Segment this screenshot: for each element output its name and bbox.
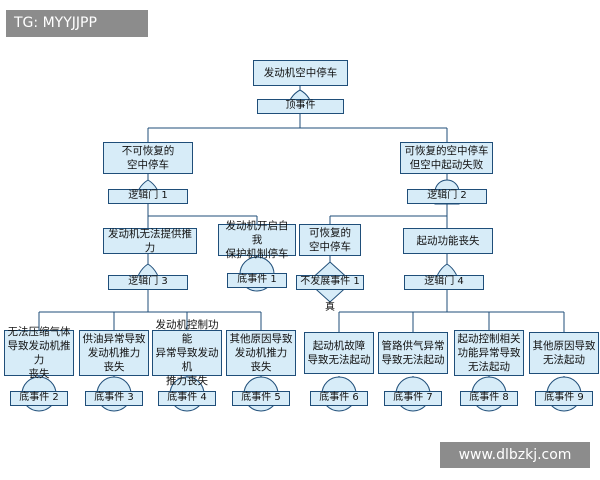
right-branch-box: 可恢复的空中停车 但空中起动失败 [400, 142, 493, 174]
watermark-bottom: www.dlbzkj.com [440, 442, 590, 468]
basic-event-7-label: 底事件 7 [384, 391, 442, 406]
basic-event-1-label: 底事件 1 [227, 273, 287, 288]
undeveloped-event-label: 不发展事件 1 [296, 275, 364, 290]
bottom-event-box-9: 其他原因导致 无法起动 [529, 332, 599, 374]
basic-event-9-label: 底事件 9 [535, 391, 593, 406]
basic-event-5-label: 底事件 5 [232, 391, 290, 406]
start-loss-box: 起动功能丧失 [403, 228, 493, 254]
bottom-event-box-7: 管路供气异常 导致无法起动 [378, 332, 448, 374]
true-label: 真 [325, 302, 335, 313]
gate-2-label: 逻辑门 2 [407, 189, 487, 204]
basic-event-8-label: 底事件 8 [460, 391, 518, 406]
gate-4-label: 逻辑门 4 [404, 275, 484, 290]
top-event-label: 顶事件 [257, 99, 344, 114]
no-thrust-box: 发动机无法提供推力 [103, 228, 197, 254]
bottom-event-box-8: 起动控制相关 功能异常导致 无法起动 [454, 330, 524, 376]
bottom-event-box-2: 无法压缩气体 导致发动机推力 丧失 [4, 326, 74, 380]
gate-1-label: 逻辑门 1 [108, 189, 188, 204]
self-protect-box: 发动机开启自我 保护机制停车 [218, 220, 296, 260]
watermark-top: TG: MYYJJPP [6, 10, 148, 37]
basic-event-4-label: 底事件 4 [158, 391, 216, 406]
bottom-event-box-3: 供油异常导致 发动机推力 丧失 [79, 330, 149, 376]
gate-3-label: 逻辑门 3 [108, 275, 188, 290]
bottom-event-box-5: 其他原因导致 发动机推力 丧失 [226, 330, 296, 376]
recoverable-box: 可恢复的 空中停车 [299, 224, 361, 256]
basic-event-6-label: 底事件 6 [310, 391, 368, 406]
left-branch-box: 不可恢复的 空中停车 [103, 142, 193, 174]
basic-event-2-label: 底事件 2 [10, 391, 68, 406]
bottom-event-box-6: 起动机故障 导致无法起动 [304, 332, 374, 374]
top-event-box: 发动机空中停车 [253, 60, 348, 86]
basic-event-3-label: 底事件 3 [85, 391, 143, 406]
